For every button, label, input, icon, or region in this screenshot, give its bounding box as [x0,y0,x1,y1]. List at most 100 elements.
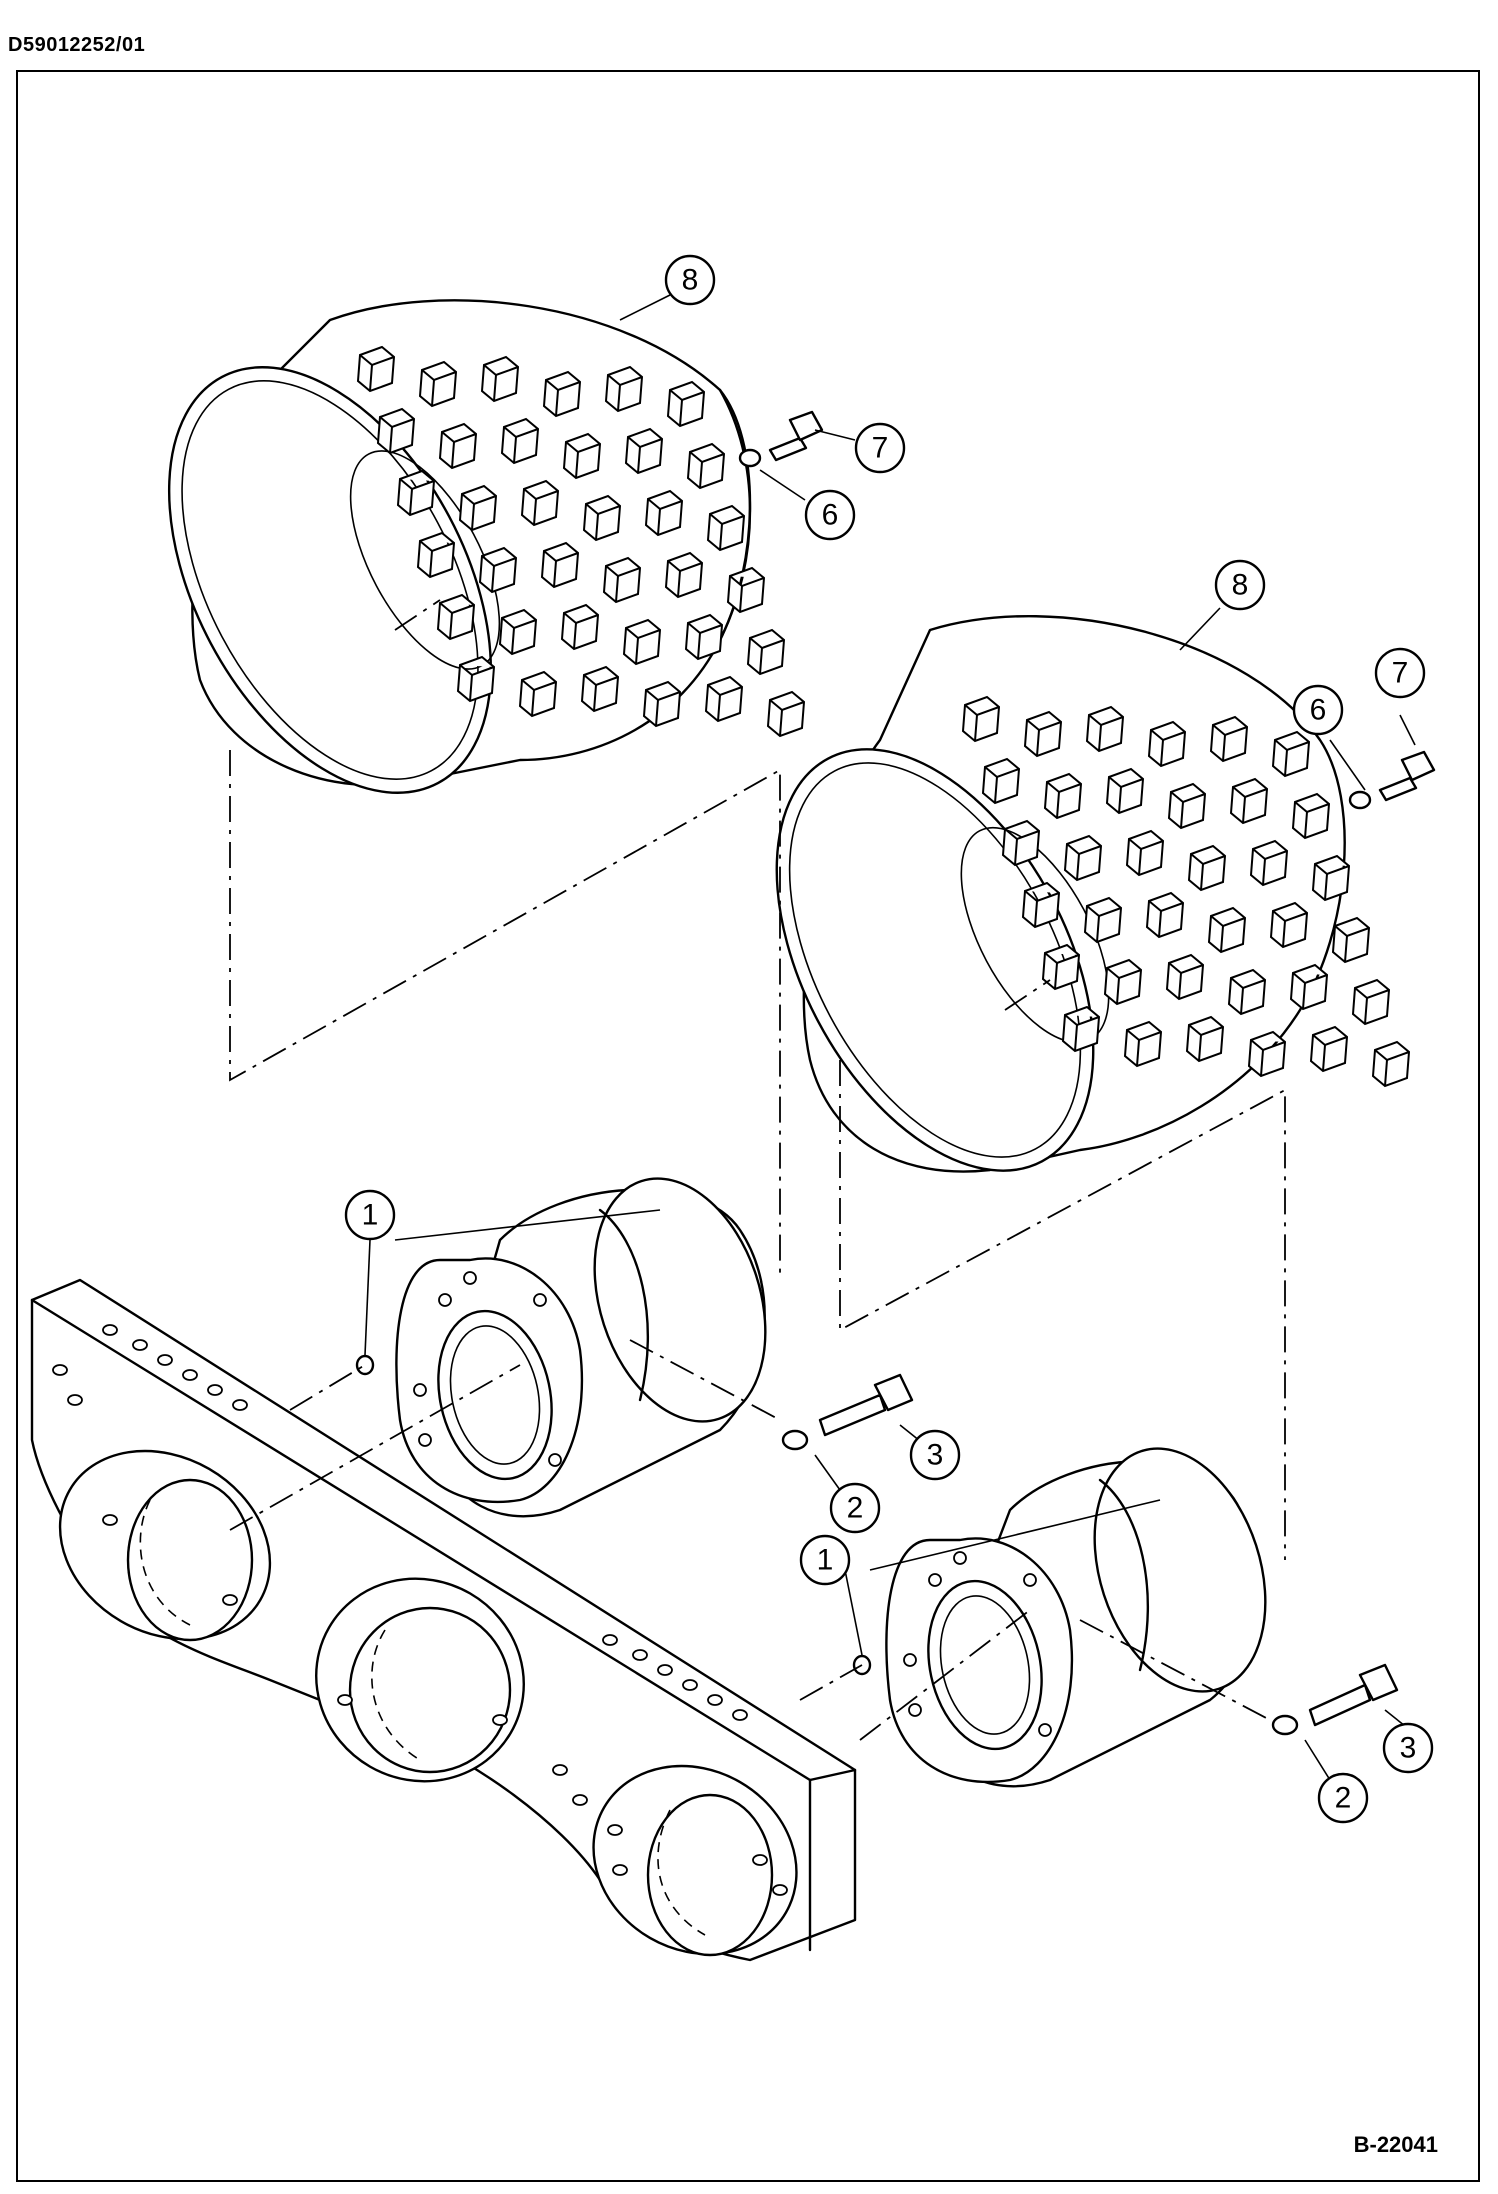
padfoot-tip [458,484,498,532]
callout-6-upper: 6 [804,489,856,541]
padfoot-tip [1041,943,1081,991]
padfoot-tip [644,489,684,537]
padfoot-tip [356,345,396,393]
bolt-hole [492,1714,508,1726]
bolt-hole [337,1694,353,1706]
padfoot-tip [1021,881,1061,929]
padfoot-tip [1103,958,1143,1006]
bolt-upper [781,1373,914,1451]
bolt-hole [132,1339,148,1351]
callout-8-lower: 8 [1214,559,1266,611]
bolt-hole [222,1594,238,1606]
padfoot-tip [1331,916,1371,964]
callout-3-lower: 3 [1382,1722,1434,1774]
bolt-hole [52,1364,68,1376]
screw-lower [1348,750,1436,810]
padfoot-tip [1043,772,1083,820]
svg-text:7: 7 [872,432,889,465]
svg-text:6: 6 [822,499,839,532]
callout-7-upper: 7 [854,422,906,474]
padfoot-tip [582,494,622,542]
padfoot-tip [602,556,642,604]
padfoot-tip [686,442,726,490]
padfoot-tip [542,370,582,418]
padfoot-tip [1289,963,1329,1011]
padfoot-tip [540,541,580,589]
padfoot-tip [624,427,664,475]
padfoot-tip [1085,705,1125,753]
padfoot-tip [1229,777,1269,825]
padfoot-tip [604,365,644,413]
callout-6-lower: 6 [1292,684,1344,736]
padfoot-tip [1125,829,1165,877]
drawing-frame [16,70,1480,2182]
padfoot-tip [1147,720,1187,768]
bolt-hole [207,1384,223,1396]
svg-text:1: 1 [817,1544,834,1577]
padfoot-tip [518,670,558,718]
bolt-hole [157,1354,173,1366]
padfoot-tip [1105,767,1145,815]
svg-text:3: 3 [1400,1732,1417,1765]
padfoot-tip [416,531,456,579]
padfoot-tip [1371,1040,1411,1088]
callout-1-upper: 1 [344,1189,396,1241]
padfoot-tip [1269,901,1309,949]
padfoot-tip [1023,710,1063,758]
bolt-hole [552,1764,568,1776]
padfoot-tip [1247,1030,1287,1078]
padfoot-tip [456,655,496,703]
callout-3-upper: 3 [909,1429,961,1481]
padfoot-tip [560,603,600,651]
bolt-hole [67,1394,83,1406]
padfoot-tip [1063,834,1103,882]
padfoot-shell-lower [775,615,1411,1173]
padfoot-tip [1291,792,1331,840]
padfoot-tip [376,407,416,455]
padfoot-tip [396,469,436,517]
screw-upper [738,410,824,468]
padfoot-tip [1311,854,1351,902]
bolt-hole [602,1634,618,1646]
bolt-hole [772,1884,788,1896]
svg-text:2: 2 [1335,1782,1352,1815]
padfoot-tip [1123,1020,1163,1068]
padfoot-tip [1145,891,1185,939]
padfoot-tip [520,479,560,527]
padfoot-tip [726,566,766,614]
bolt-hole [657,1664,673,1676]
padfoot-tip [1249,839,1289,887]
bolt-lower [1271,1663,1399,1736]
padfoot-tip [1207,906,1247,954]
padfoot-tip [562,432,602,480]
padfoot-tip [746,628,786,676]
padfoot-tip [500,417,540,465]
padfoot-tip [766,690,806,738]
svg-text:8: 8 [1232,569,1249,602]
svg-text:1: 1 [362,1199,379,1232]
callout-7-lower: 7 [1374,647,1426,699]
callout-2-lower: 2 [1317,1772,1369,1824]
padfoot-tip [1209,715,1249,763]
padfoot-tip [664,551,704,599]
padfoot-tip [642,680,682,728]
padfoot-tip [1227,968,1267,1016]
bolt-hole [182,1369,198,1381]
drum-hub-upper [395,1177,767,1518]
padfoot-tip [1165,953,1205,1001]
padfoot-tip [684,613,724,661]
bolt-hole [572,1794,588,1806]
padfoot-tip [1185,1015,1225,1063]
padfoot-tip [1351,978,1391,1026]
padfoot-tip [1083,896,1123,944]
svg-text:3: 3 [927,1439,944,1472]
bolt-hole [732,1709,748,1721]
bolt-hole [232,1399,248,1411]
bolt-hole [607,1824,623,1836]
padfoot-tip [1271,730,1311,778]
bolt-hole [102,1324,118,1336]
bolt-hole [612,1864,628,1876]
drum-frame-plate [30,1278,857,1962]
